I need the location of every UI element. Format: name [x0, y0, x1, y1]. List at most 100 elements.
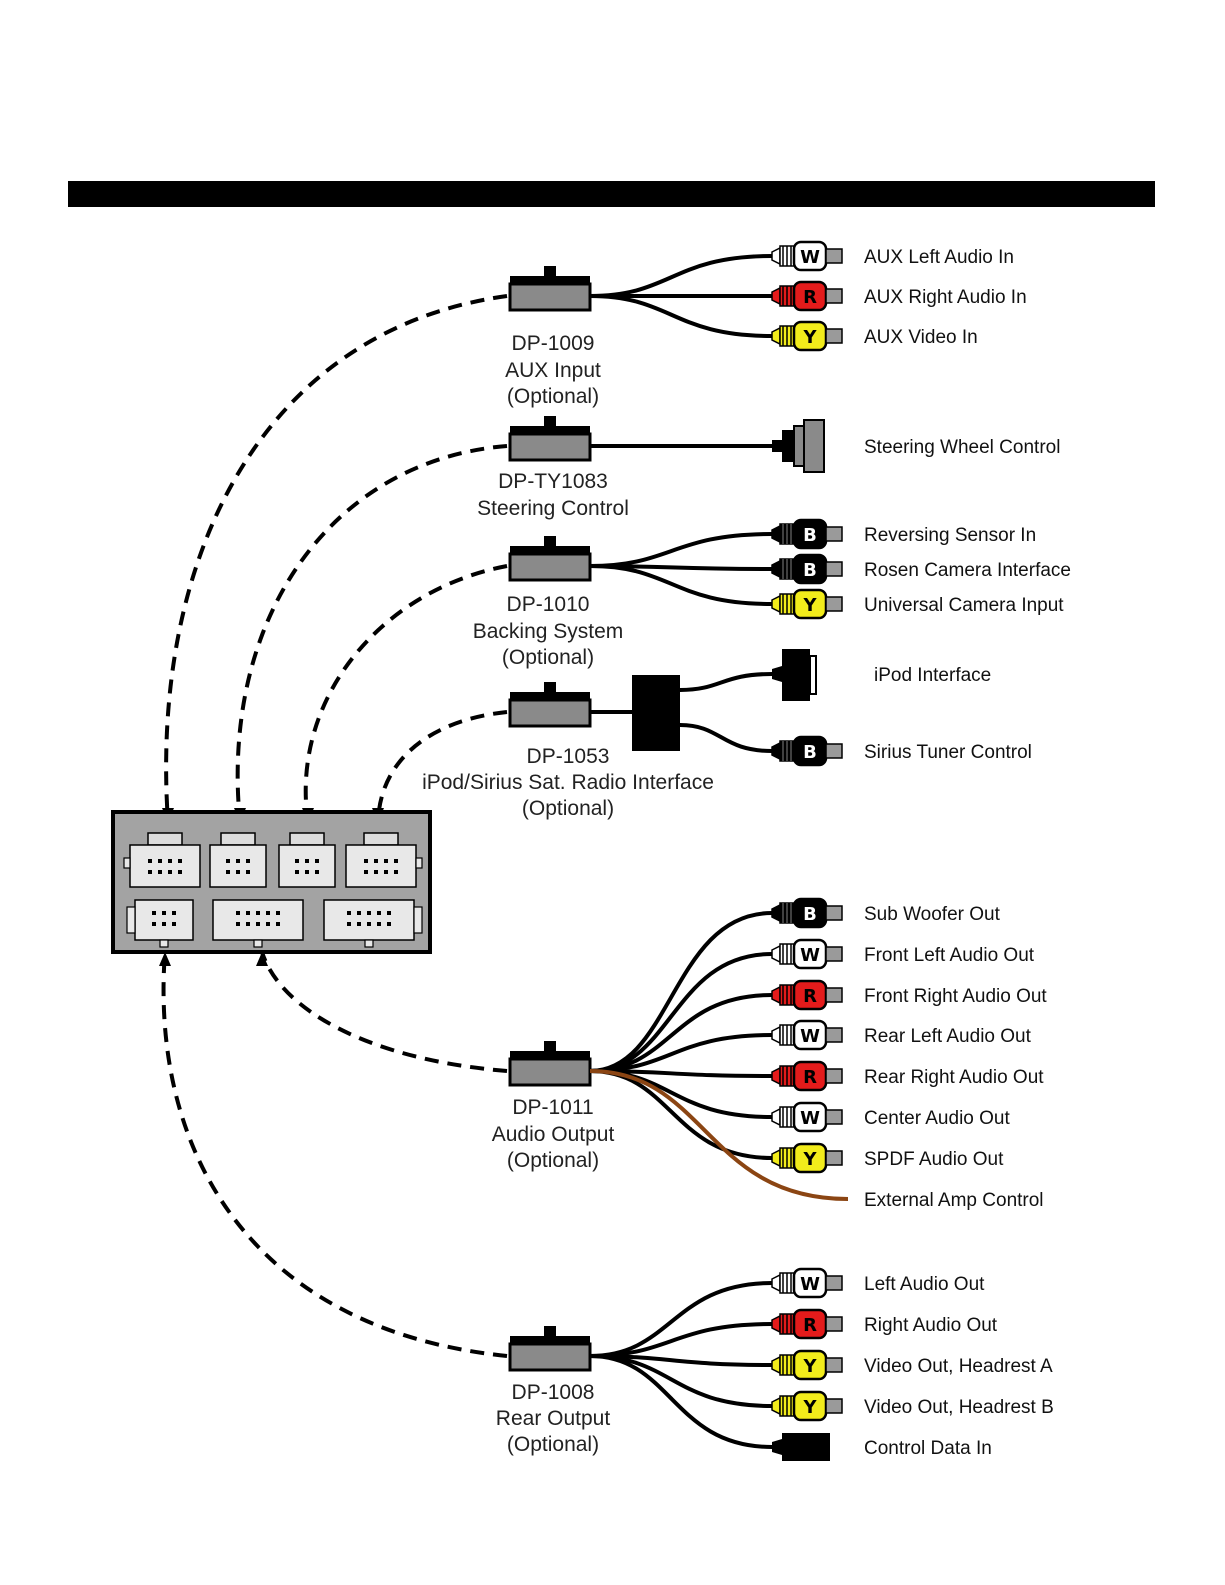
- cable-wire: [589, 1069, 849, 1201]
- dashed-link: [164, 294, 508, 823]
- plug-boot: [771, 1066, 781, 1086]
- port-pin: [246, 870, 250, 874]
- plug-boot: [771, 326, 781, 346]
- main-unit-port: [126, 899, 194, 948]
- port-pin: [226, 870, 230, 874]
- port-pin: [295, 870, 299, 874]
- cable-label: External Amp Control: [864, 1190, 1044, 1211]
- arrow-head: [159, 952, 171, 966]
- plug-boot: [771, 246, 781, 266]
- plug-tip: [825, 946, 843, 962]
- cable-wire: [589, 911, 773, 1073]
- port-pin: [168, 870, 172, 874]
- plug-boot: [771, 1314, 781, 1334]
- plug-boot: [771, 741, 781, 761]
- plug-letter: R: [803, 986, 817, 1007]
- port-pin: [226, 859, 230, 863]
- module-label: Steering Control: [477, 497, 629, 520]
- plug-tip: [825, 987, 843, 1003]
- port-tab: [126, 906, 136, 934]
- module-label: DP-1053: [527, 745, 610, 768]
- port-pin: [152, 911, 156, 915]
- plug-letter: B: [803, 560, 817, 581]
- port-pin: [246, 859, 250, 863]
- cable-label: Right Audio Out: [864, 1315, 998, 1336]
- plug-boot: [771, 1396, 781, 1416]
- module-label: Backing System: [473, 620, 624, 643]
- module-latch: [544, 1041, 556, 1051]
- dashed-link: [303, 564, 508, 823]
- dashed-link: [376, 710, 508, 823]
- plug-letter: B: [803, 525, 817, 546]
- dashed-link: [235, 444, 508, 823]
- cable-label: iPod Interface: [874, 665, 991, 686]
- plug-tip: [825, 1068, 843, 1084]
- port-pin: [364, 870, 368, 874]
- module-body: [508, 432, 592, 462]
- module-label: (Optional): [507, 1433, 599, 1456]
- dashed-link: [260, 951, 508, 1073]
- cable-label: Sirius Tuner Control: [864, 742, 1032, 763]
- port-housing: [212, 899, 304, 941]
- port-pin: [256, 911, 260, 915]
- plug-letter: R: [803, 1315, 817, 1336]
- plug-letter: W: [800, 1274, 820, 1295]
- port-pin: [276, 922, 280, 926]
- port-pin: [394, 859, 398, 863]
- module-body: [508, 282, 592, 312]
- plug-tip: [825, 743, 843, 759]
- plug-tip: [825, 1109, 843, 1125]
- cable-label: AUX Left Audio In: [864, 247, 1014, 268]
- connector-boot: [772, 440, 782, 452]
- connector-body: [803, 419, 825, 473]
- port-pin: [377, 922, 381, 926]
- cable-wire: [679, 672, 773, 692]
- port-latch: [364, 939, 374, 948]
- port-housing: [345, 844, 417, 888]
- module-label: DP-TY1083: [498, 470, 608, 493]
- cable-wire: [589, 952, 773, 1073]
- port-pin: [158, 870, 162, 874]
- plug-tip: [825, 328, 843, 344]
- port-pin: [266, 911, 270, 915]
- ipod-plug: [782, 649, 810, 701]
- cable-wire: [589, 294, 773, 338]
- plug-boot: [771, 286, 781, 306]
- module-label: DP-1011: [512, 1096, 593, 1119]
- port-pin: [347, 922, 351, 926]
- plug-boot: [771, 944, 781, 964]
- port-tab: [415, 857, 423, 869]
- plug-letter: R: [803, 287, 817, 308]
- port-latch: [147, 832, 183, 846]
- plug-letter: Y: [802, 1149, 817, 1170]
- cable-label: Steering Wheel Control: [864, 437, 1060, 458]
- port-pin: [178, 859, 182, 863]
- port-pin: [236, 911, 240, 915]
- module-label: (Optional): [507, 1149, 599, 1172]
- port-pin: [246, 922, 250, 926]
- ipod-tip: [809, 655, 817, 695]
- plug-tip: [825, 561, 843, 577]
- plug-tip: [825, 288, 843, 304]
- port-pin: [367, 922, 371, 926]
- module-latch: [544, 682, 556, 692]
- dashed-link: [161, 951, 508, 1358]
- port-pin: [172, 911, 176, 915]
- port-pin: [387, 922, 391, 926]
- plug-boot: [771, 903, 781, 923]
- port-pin: [377, 911, 381, 915]
- cable-label: Control Data In: [864, 1438, 992, 1459]
- plug-letter: B: [803, 742, 817, 763]
- plug-letter: Y: [802, 1356, 817, 1377]
- plug-tip: [825, 1316, 843, 1332]
- port-pin: [305, 870, 309, 874]
- module-label: (Optional): [507, 385, 599, 408]
- port-pin: [236, 870, 240, 874]
- cable-label: SPDF Audio Out: [864, 1149, 1004, 1170]
- plug-boot: [771, 1273, 781, 1293]
- port-pin: [168, 859, 172, 863]
- cable-label: Left Audio Out: [864, 1274, 985, 1295]
- module-label: (Optional): [502, 646, 594, 669]
